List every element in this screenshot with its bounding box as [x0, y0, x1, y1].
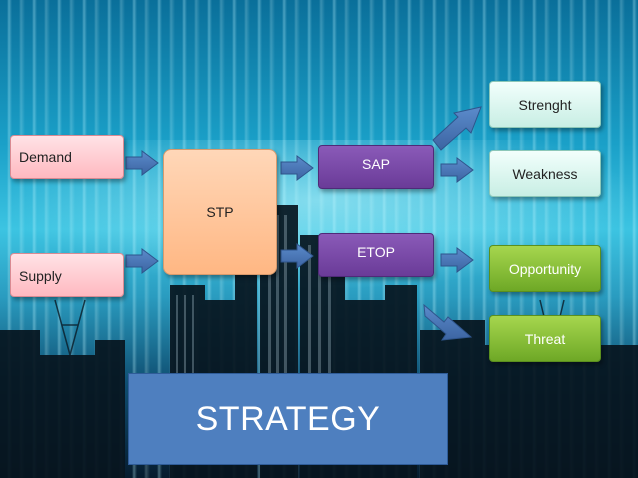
supply-label: Supply [19, 268, 62, 284]
arrow-stp-to-etop [280, 243, 314, 269]
demand-label: Demand [19, 149, 72, 165]
strategy-box: STRATEGY [128, 373, 448, 465]
arrow-sap-to-weakness [440, 157, 474, 183]
threat-label: Threat [524, 330, 566, 347]
opportunity-label: Opportunity [508, 260, 582, 277]
stp-label: STP [206, 204, 234, 220]
weakness-box: Weakness [489, 150, 601, 197]
stp-box: STP [163, 149, 277, 275]
arrow-supply-to-stp [125, 248, 159, 274]
demand-box: Demand [10, 135, 124, 179]
etop-box: ETOP [318, 233, 434, 277]
strength-box: Strenght [489, 81, 601, 128]
arrow-stp-to-sap [280, 155, 314, 181]
supply-box: Supply [10, 253, 124, 297]
arrow-etop-to-opportunity [440, 247, 474, 273]
arrow-demand-to-stp [125, 150, 159, 176]
strength-label: Strenght [518, 96, 572, 113]
arrow-sap-to-strength [432, 106, 482, 151]
etop-label: ETOP [357, 244, 395, 260]
sap-label: SAP [361, 156, 390, 172]
sap-box: SAP [318, 145, 434, 189]
strategy-label: STRATEGY [195, 399, 381, 438]
opportunity-box: Opportunity [489, 245, 601, 292]
arrow-etop-to-threat [423, 303, 473, 341]
weakness-label: Weakness [512, 165, 578, 182]
threat-box: Threat [489, 315, 601, 362]
